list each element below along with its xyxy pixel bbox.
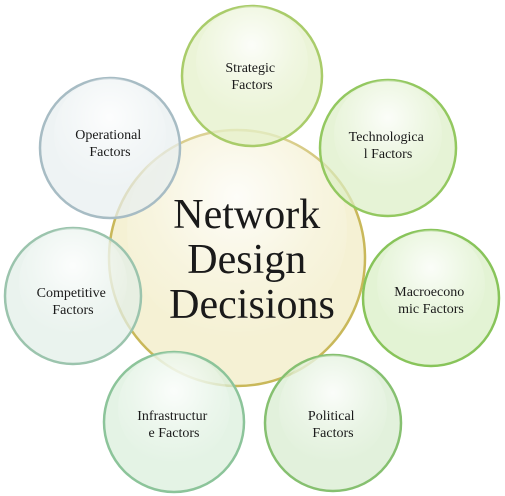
factor-label-political: Political Factors bbox=[308, 409, 358, 441]
factor-label-macroeconomic: Macroecono mic Factors bbox=[394, 285, 467, 317]
factor-gloss-strategic bbox=[196, 6, 308, 118]
factor-label-line: Strategic bbox=[225, 61, 275, 76]
center-label: Network Design Decisions bbox=[169, 192, 335, 328]
factor-label-line: Factors bbox=[312, 426, 353, 441]
factor-label-line: Operational bbox=[75, 128, 141, 143]
center-label-line-2: Design bbox=[187, 237, 306, 283]
factor-infrastructure: Infrastructur e Factors bbox=[102, 350, 246, 494]
center-node: Network Design Decisions bbox=[107, 120, 367, 388]
factor-label-strategic: Strategic Factors bbox=[225, 61, 278, 93]
factor-strategic: Strategic Factors bbox=[180, 4, 324, 148]
factor-technological: Technologica l Factors bbox=[318, 78, 458, 218]
factor-gloss-macroeconomic bbox=[377, 230, 485, 338]
factor-gloss-infrastructure bbox=[118, 352, 230, 464]
factor-label-line: Factors bbox=[52, 303, 93, 318]
factor-label-line: mic Factors bbox=[398, 302, 464, 317]
factor-label-line: Factors bbox=[231, 78, 272, 93]
factor-label-line: Factors bbox=[89, 145, 130, 160]
factor-gloss-operational bbox=[54, 78, 166, 190]
factor-label-operational: Operational Factors bbox=[75, 128, 145, 160]
factor-macroeconomic: Macroecono mic Factors bbox=[361, 228, 501, 368]
factor-label-line: Political bbox=[308, 409, 355, 424]
factor-label-infrastructure: Infrastructur e Factors bbox=[137, 409, 210, 441]
center-gloss bbox=[127, 120, 347, 340]
center-label-line-1: Network bbox=[173, 192, 320, 238]
center-label-line-3: Decisions bbox=[169, 282, 335, 328]
factor-label-line: Technologica bbox=[349, 130, 425, 145]
factor-gloss-technological bbox=[334, 80, 442, 188]
factor-label-line: Competitive bbox=[37, 286, 106, 301]
factor-gloss-political bbox=[279, 355, 387, 463]
factor-political: Political Factors bbox=[263, 353, 403, 493]
factor-label-competitive: Competitive Factors bbox=[37, 286, 110, 318]
factor-label-line: Macroecono bbox=[394, 285, 464, 300]
factor-label-line: Infrastructur bbox=[137, 409, 207, 424]
factor-competitive: Competitive Factors bbox=[3, 226, 143, 366]
factor-operational: Operational Factors bbox=[38, 76, 182, 220]
factor-label-technological: Technologica l Factors bbox=[349, 130, 428, 162]
factor-label-line: l Factors bbox=[364, 147, 413, 162]
factor-label-line: e Factors bbox=[149, 426, 200, 441]
factor-gloss-competitive bbox=[19, 228, 127, 336]
